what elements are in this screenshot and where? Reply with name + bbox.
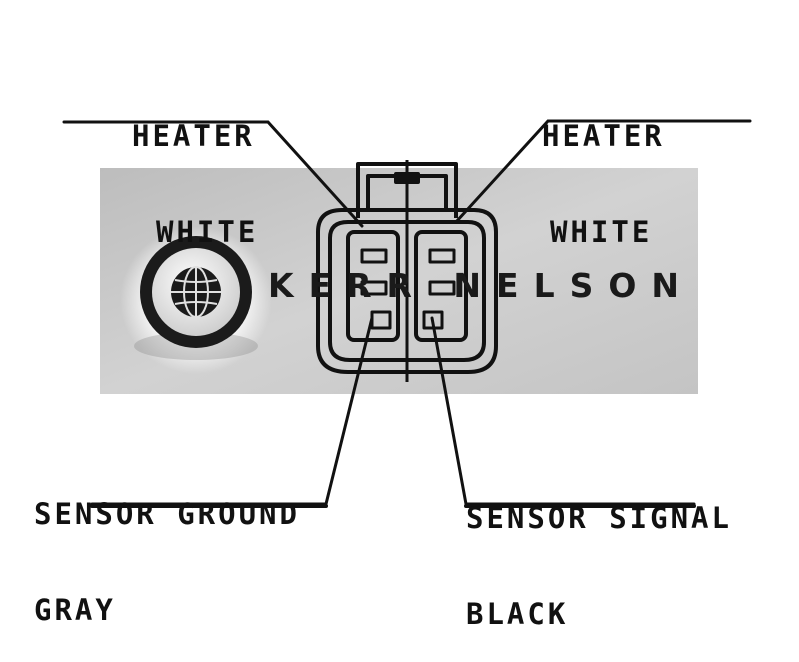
leader-lines [62, 119, 752, 508]
connector-body [316, 160, 498, 382]
brand-name: KERR NELSON [268, 266, 695, 305]
label-sensor-ground: SENSOR GROUND GRAY [34, 434, 300, 658]
leader-heater-right [454, 119, 752, 224]
label-heater-left-line2: WHITE [156, 215, 259, 249]
label-sensor-signal-line1: SENSOR SIGNAL [466, 501, 732, 535]
globe-icon [171, 266, 221, 318]
connector-diagram [62, 119, 752, 508]
leader-heater-left [62, 120, 364, 228]
label-sensor-signal: SENSOR SIGNAL BLACK [466, 438, 732, 662]
label-sensor-signal-line2: BLACK [466, 597, 569, 631]
label-heater-right-line2: WHITE [550, 215, 653, 249]
label-heater-right-line1: HEATER [542, 119, 665, 153]
label-heater-left: HEATER WHITE [128, 56, 258, 280]
label-heater-left-line1: HEATER [132, 119, 255, 153]
label-sensor-ground-line2: GRAY [34, 593, 116, 627]
label-sensor-ground-line1: SENSOR GROUND [34, 497, 300, 531]
brand-logo [120, 226, 272, 374]
label-heater-right: HEATER WHITE [542, 56, 665, 280]
